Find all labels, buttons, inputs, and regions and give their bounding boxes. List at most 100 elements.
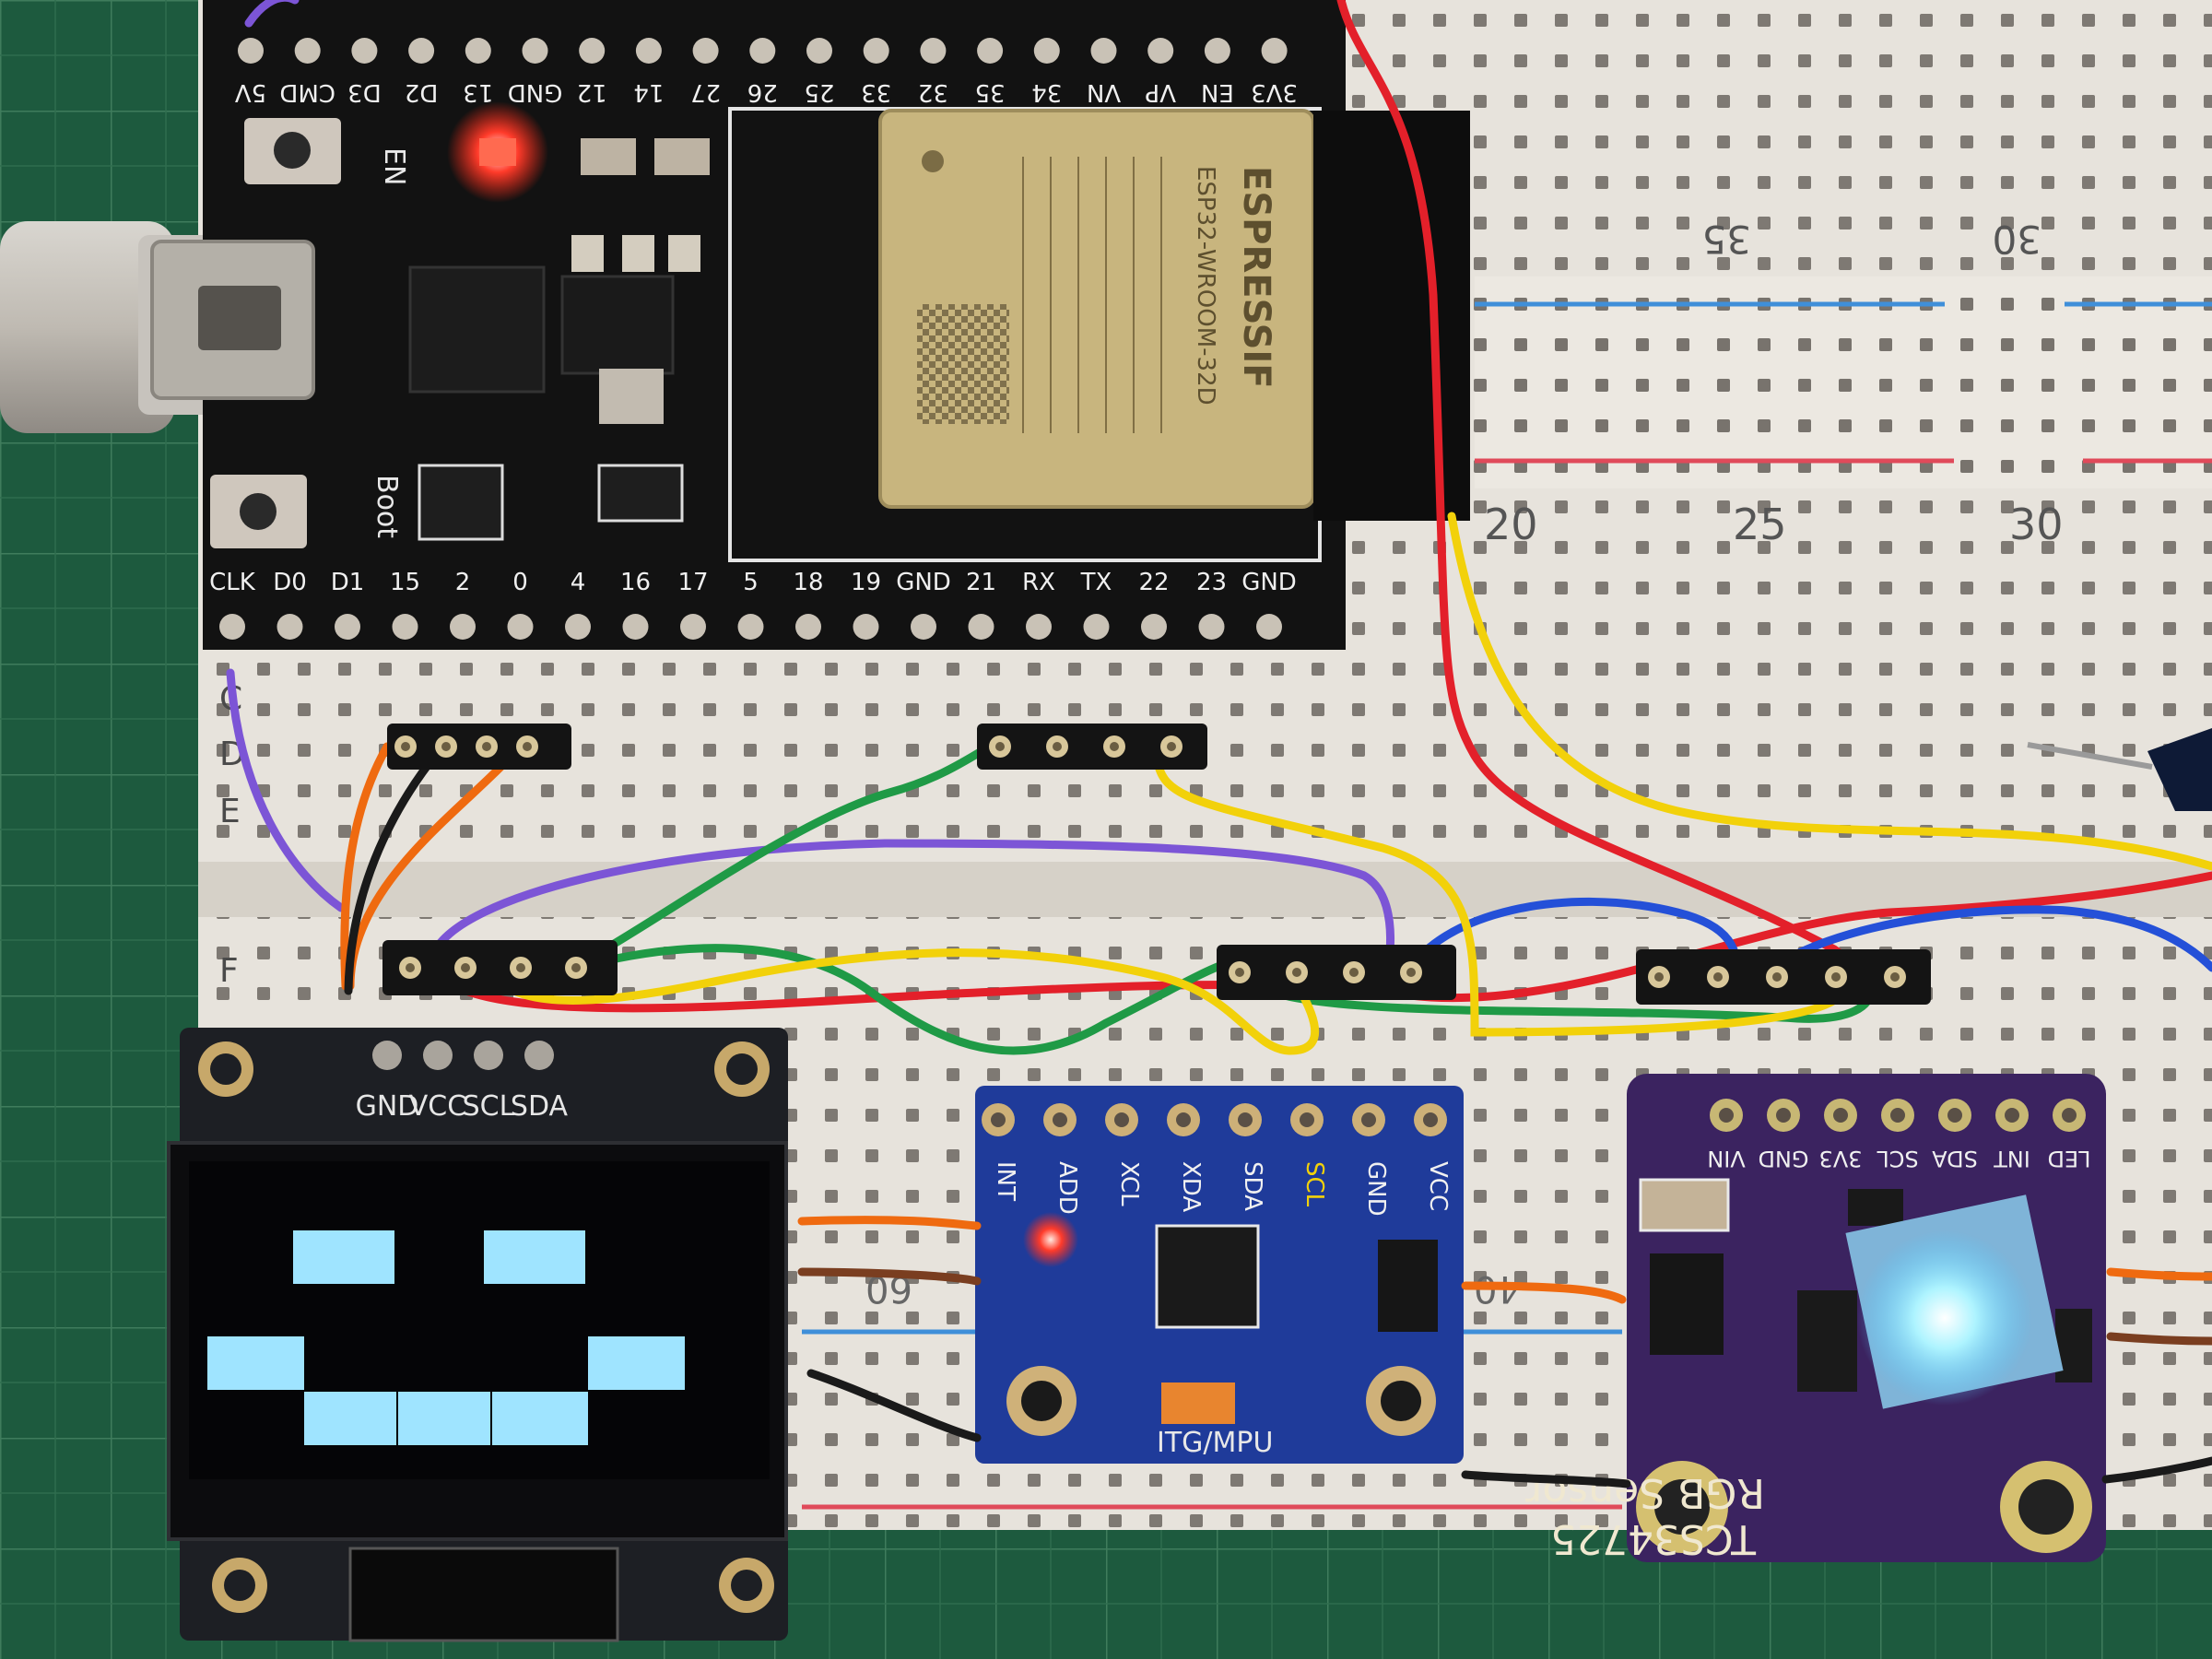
- esp32-top-pin: [806, 38, 832, 64]
- esp32-bottom-pin: [853, 614, 879, 640]
- esp32-top-pin: [635, 38, 662, 64]
- regulator-chip: [560, 275, 675, 375]
- rgb-sensor-pin-label: 3V3: [1819, 1146, 1863, 1171]
- rgb-sensor-pin-label: INT: [1994, 1146, 2030, 1171]
- esp32-bottom-pin-label: 5: [743, 569, 759, 596]
- wire-red-right: [1336, 0, 1865, 1005]
- esp32-bottom-pin-label: 19: [851, 569, 881, 596]
- esp32-top-pin-label: 3V3: [1251, 78, 1298, 106]
- esp32-top-pin: [749, 38, 776, 64]
- esp32-top-pin-label: 26: [747, 78, 778, 106]
- rgb-sensor-title-line2: TCS34725: [1550, 1515, 1757, 1562]
- esp32-bottom-pin-label: RX: [1022, 569, 1055, 596]
- mpu-led: [1023, 1212, 1078, 1267]
- wire-brown-lower: [797, 1267, 2212, 1346]
- esp32-top-pin-label: 33: [861, 78, 891, 106]
- wroom-module: ESPRESSIF ESP32-WROOM-32D: [878, 109, 1470, 521]
- column-number-25: 25: [1733, 500, 1787, 549]
- esp32-bottom-pin: [680, 614, 706, 640]
- rgb-sensor-pin-label: GND: [1758, 1146, 1808, 1171]
- esp32-bottom-pin-label: 22: [1138, 569, 1169, 596]
- esp32-top-pin-label: VN: [1087, 78, 1121, 106]
- oled-pin: [474, 1041, 503, 1070]
- esp32-bottom-pin-label: 0: [512, 569, 528, 596]
- esp32-top-pin-label: 12: [577, 78, 607, 106]
- esp32-top-pin: [1090, 38, 1117, 64]
- esp32-bottom-pin-label: GND: [1241, 569, 1297, 596]
- esp32-bottom-pin-label: D0: [273, 569, 307, 596]
- esp32-bottom-pin: [1026, 614, 1052, 640]
- mpu-pin-label: XDA: [1177, 1161, 1205, 1212]
- esp32-bottom-pin: [1083, 614, 1110, 640]
- esp32-bottom-pin: [565, 614, 591, 640]
- mpu-chip: [1155, 1224, 1260, 1329]
- oled-pin-label: SDA: [511, 1090, 569, 1123]
- esp32-bottom-pin-label: 21: [966, 569, 996, 596]
- mpu-pin-label: GND: [1362, 1161, 1390, 1217]
- esp32-bottom-pin: [911, 614, 936, 640]
- esp32-bottom-pin: [276, 614, 303, 640]
- esp32-top-pin-label: VP: [1145, 78, 1175, 106]
- esp32-bottom-pin: [219, 614, 245, 640]
- esp32-top-pin: [977, 38, 1004, 64]
- wire-black-lower: [806, 1369, 2212, 1488]
- wire-yellow-long: [484, 751, 1848, 1055]
- oled-pin-label: VCC: [409, 1090, 466, 1123]
- esp32-top-pin: [351, 38, 378, 64]
- esp32-top-pin: [522, 38, 548, 64]
- esp32-top-pin: [238, 38, 264, 64]
- wire-orange-lower: [797, 1216, 2212, 1304]
- esp32-bottom-pin: [507, 614, 534, 640]
- esp32-top-pin-label: GND: [508, 78, 563, 106]
- mpu-pin-label: SDA: [1239, 1161, 1266, 1211]
- esp32-bottom-pin-label: TX: [1080, 569, 1112, 596]
- multimeter-probe: [2027, 728, 2212, 811]
- rgb-sensor-pin-label: SDA: [1932, 1146, 1978, 1171]
- esp32-bottom-header: [219, 614, 1282, 640]
- rgb-sensor-pin-label: SCL: [1877, 1146, 1919, 1171]
- module-model: ESP32-WROOM-32D: [1192, 166, 1219, 406]
- module-brand: ESPRESSIF: [1235, 166, 1277, 389]
- esp32-top-pin: [1033, 38, 1060, 64]
- boot-button-label: Boot: [371, 475, 403, 538]
- rgb-sensor-led: [1857, 1230, 2032, 1406]
- esp32-top-pin-label: 5V: [235, 78, 267, 106]
- esp32-top-pin: [294, 38, 321, 64]
- mpu-pin-label: XCL: [1115, 1161, 1143, 1206]
- esp32-top-pin: [1261, 38, 1288, 64]
- wire-purple-long: [429, 839, 1395, 977]
- esp32-top-pin-label: 27: [690, 78, 721, 106]
- esp32-top-header: [238, 38, 1288, 64]
- esp32-bottom-pin-label: CLK: [209, 569, 256, 596]
- esp32-top-pin: [1204, 38, 1230, 64]
- esp32-top-pin: [579, 38, 606, 64]
- esp32-bottom-pin-label: 23: [1196, 569, 1227, 596]
- mpu-chip-label: ITG/MPU: [1157, 1427, 1273, 1459]
- oled-pin: [524, 1041, 554, 1070]
- esp32-bottom-pin: [737, 614, 764, 640]
- esp32-top-pin-label: 13: [463, 78, 493, 106]
- esp32-bottom-pin-label: GND: [896, 569, 951, 596]
- wire-yellow-right: [1447, 512, 2212, 871]
- esp32-bottom-pin: [1198, 614, 1225, 640]
- mpu-pin-label: VCC: [1424, 1161, 1452, 1211]
- esp32-bottom-pin-label: 4: [571, 569, 586, 596]
- oled-pin-label: GND: [356, 1090, 419, 1123]
- mpu-pin-label: INT: [992, 1161, 1019, 1201]
- esp32-bottom-pin: [392, 614, 418, 640]
- esp32-top-pin-label: 34: [1031, 78, 1062, 106]
- rgb-sensor-pin-label: VIN: [1707, 1146, 1745, 1171]
- header-strips: [382, 724, 1931, 1005]
- esp32-bottom-pin-label: 15: [390, 569, 420, 596]
- oled-display: [167, 1028, 788, 1642]
- column-number-30-top: 30: [1993, 217, 2041, 262]
- oled-pin: [423, 1041, 453, 1070]
- esp32-bottom-pin-label: 18: [793, 569, 823, 596]
- esp32-bottom-pin: [1256, 614, 1282, 640]
- esp32-bottom-pin-label: 16: [620, 569, 651, 596]
- esp32-board: EN Boot ESPRESSIF ESP32-WROOM-32D: [150, 0, 1470, 650]
- esp32-bottom-pin: [968, 614, 994, 640]
- esp32-bottom-pin: [1141, 614, 1167, 640]
- mpu-board: ITG/MPU: [975, 1086, 1464, 1464]
- esp32-bottom-pin: [622, 614, 649, 640]
